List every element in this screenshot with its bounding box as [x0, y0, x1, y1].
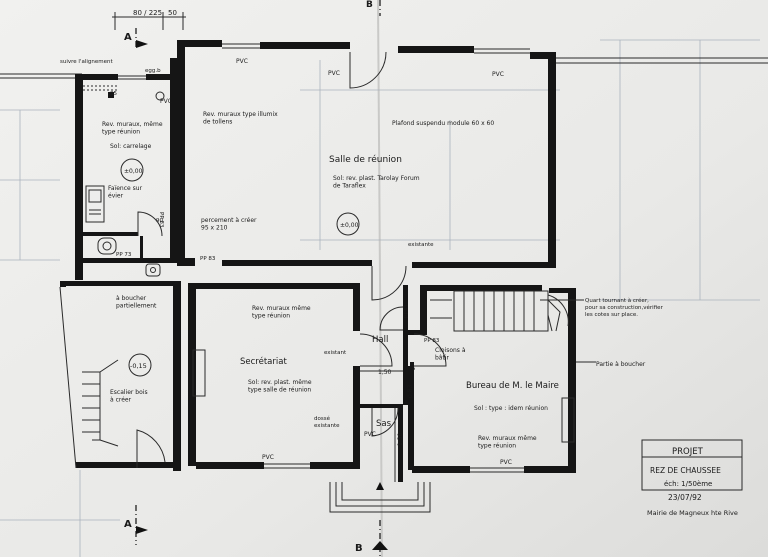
existing-sec-note: existant [324, 350, 347, 356]
top-dimension: 80 / 225 50 [112, 9, 186, 30]
room-reunion: Salle de réunion Sol: rev. plast. Tarola… [203, 111, 494, 229]
section-label-a-top: A [124, 32, 132, 43]
reunion-level: ±0,00 [340, 222, 359, 229]
pvc-sas: PVC [364, 431, 376, 438]
dim-pp83d: PP 83 [424, 338, 440, 344]
section-label-a-bottom: A [124, 519, 132, 530]
stair-quarter-turn [430, 290, 561, 332]
paper-fold [377, 0, 383, 557]
title-project: PROJET [672, 447, 704, 457]
dim-5a: 5 [356, 366, 360, 372]
eggbox-note: egg.b [145, 68, 161, 74]
pvc-wc: PVC [160, 98, 172, 105]
room-name-hall: Hall [372, 335, 388, 345]
dim-pp83b: PP 83 [200, 256, 216, 262]
room-name-sas: Sas [376, 419, 392, 429]
dim-90: 90 [156, 218, 163, 224]
dim-35: 35 [110, 91, 117, 97]
section-marker-a-top: A [124, 28, 148, 48]
section-label-b-top: B [366, 0, 373, 10]
dimension-secondary: 50 [168, 9, 177, 17]
alignment-note: suivre l'alignement [60, 59, 113, 65]
pvc-top-2: PVC [328, 70, 340, 77]
title-block: PROJET REZ DE CHAUSSEE éch: 1/50ème 23/0… [641, 439, 743, 517]
stair-wood [59, 286, 119, 469]
room-name-secretariat: Secrétariat [240, 356, 287, 367]
entrance-steps [329, 482, 431, 513]
part-close-note: Partie à boucher [596, 361, 646, 368]
dim-130: 1,30 [397, 432, 404, 446]
pvc-top-3: PVC [492, 71, 504, 78]
wc-level: ±0,00 [124, 168, 143, 175]
dim-150: 1,50 [378, 369, 392, 376]
stair-construction-note: Quart tournant à créer,pour sa construct… [585, 297, 664, 318]
alignment-lines: suivre l'alignement [0, 57, 768, 79]
section-marker-b-top: B [366, 0, 381, 16]
ghost-lines [0, 39, 760, 557]
title-date: 23/07/92 [668, 493, 702, 502]
existing-hall-note: existante [408, 242, 434, 248]
doors [136, 51, 569, 468]
section-marker-b-bottom: B [355, 520, 388, 557]
room-bureau: Bureau de M. le Maire Sol : type : idem … [466, 381, 559, 450]
dim-pp73: PP 73 [116, 252, 132, 258]
pvc-bureau: PVC [500, 459, 512, 466]
pvc-top-1: PVC [236, 58, 248, 65]
title-mairie: Mairie de Magneux hte Rive [647, 509, 738, 517]
dim-pp83c: PP83 [404, 304, 410, 318]
room-name-reunion: Salle de réunion [329, 154, 402, 165]
title-level: REZ DE CHAUSSEE [650, 466, 721, 475]
section-marker-a-bottom: A [124, 505, 148, 545]
fixtures [85, 91, 575, 443]
reunion-ceiling: Plafond suspendu module 60 x 60 [392, 120, 494, 127]
room-hall: Hall [372, 335, 388, 345]
pvc-secretariat: PVC [262, 454, 274, 461]
dim-pp83a: PP 83 [158, 212, 164, 228]
dimensions: PP 83 PP 73 PP 83 PP83 PP 83 90 1,50 1,3… [110, 91, 440, 482]
title-scale: éch: 1/50ème [664, 480, 712, 488]
walls [60, 40, 576, 482]
dim-5b: 5 [412, 366, 416, 372]
dimension-main: 80 / 225 [133, 9, 162, 17]
room-sas: Sas [376, 419, 392, 429]
section-label-b-bottom: B [355, 543, 363, 554]
annotations: egg.b PVC PVC PVC PVC PVC PVC PVC à bouc… [116, 58, 664, 466]
bureau-floor: Sol : type : idem réunion [474, 405, 548, 412]
windows [83, 43, 530, 473]
level-markers [120, 158, 360, 377]
dim-083: 0,83 [407, 384, 414, 398]
stair-room-level: -0,15 [130, 362, 147, 370]
room-name-bureau: Bureau de M. le Maire [466, 381, 559, 391]
wc-floor: Sol: carrelage [110, 143, 152, 150]
